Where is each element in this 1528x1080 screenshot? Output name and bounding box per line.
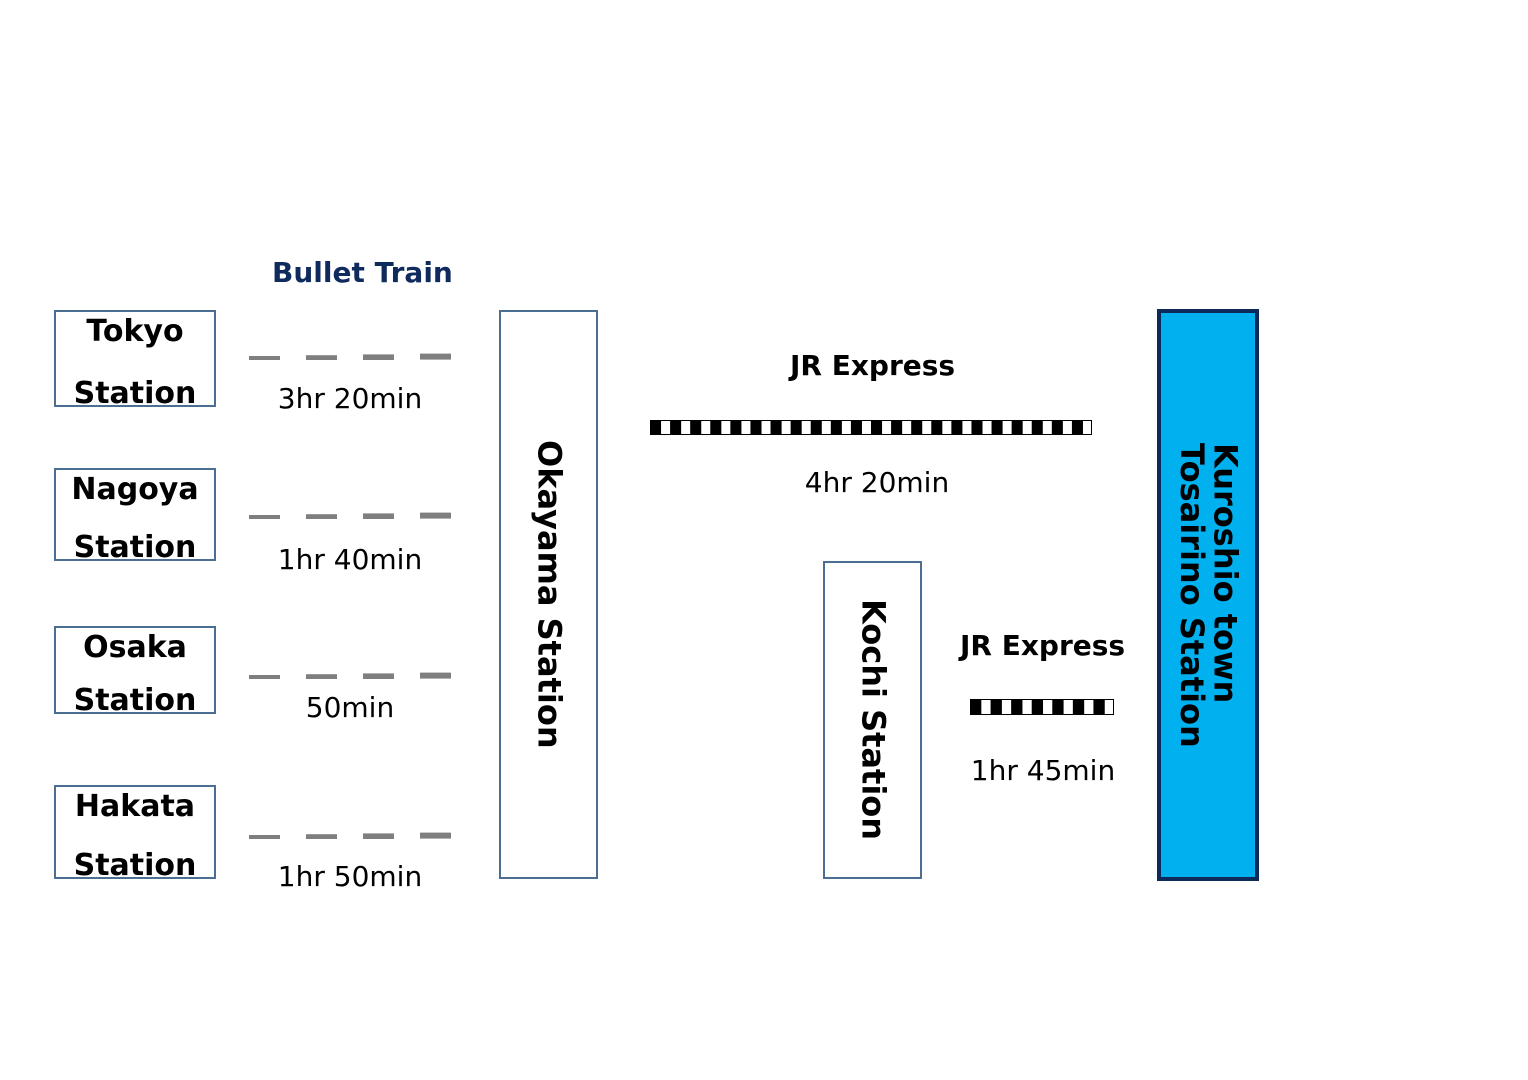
dash-segment bbox=[306, 674, 337, 679]
station-name-line1: Tokyo bbox=[86, 314, 184, 349]
dash-segment bbox=[420, 832, 451, 839]
station-name-line1: Nagoya bbox=[71, 472, 199, 507]
rail-tie bbox=[770, 420, 782, 435]
rail-tie bbox=[1011, 420, 1023, 435]
duration-osaka: 50min bbox=[305, 691, 395, 724]
bullet-train-title: Bullet Train bbox=[272, 256, 453, 289]
rail-tie bbox=[730, 420, 742, 435]
rail-tie bbox=[690, 420, 702, 435]
jr-express-rail-kochi-route bbox=[970, 699, 1114, 715]
rail-tie bbox=[971, 420, 983, 435]
rail-tie bbox=[1031, 420, 1043, 435]
rail-tie bbox=[1011, 699, 1023, 715]
rail-tie bbox=[790, 420, 802, 435]
duration-nagoya: 1hr 40min bbox=[277, 543, 423, 576]
dash-segment bbox=[363, 673, 394, 679]
bullet-train-line-tokyo bbox=[249, 353, 451, 360]
rail-tie bbox=[830, 420, 842, 435]
rail-tie bbox=[990, 699, 1002, 715]
station-name-line2: Station bbox=[73, 376, 197, 411]
rail-tie bbox=[1072, 699, 1085, 715]
rail-tie bbox=[1031, 699, 1044, 715]
dash-segment bbox=[420, 672, 451, 679]
rail-tie bbox=[911, 420, 923, 435]
dash-segment bbox=[363, 354, 394, 360]
jr-express-title-okayama-route: JR Express bbox=[790, 349, 956, 382]
bullet-train-line-nagoya bbox=[249, 512, 451, 519]
dash-segment bbox=[306, 514, 337, 519]
station-name-line2: Station bbox=[73, 530, 197, 565]
duration-tokyo: 3hr 20min bbox=[277, 382, 423, 415]
duration-okayama-route: 4hr 20min bbox=[804, 466, 950, 499]
rail-tie bbox=[1071, 420, 1083, 435]
dash-segment bbox=[306, 834, 337, 839]
station-box-tokyo: Tokyo Station bbox=[54, 310, 216, 411]
bullet-train-line-hakata bbox=[249, 832, 451, 839]
station-name-line1: Hakata bbox=[74, 789, 196, 824]
station-box-nagoya: Nagoya Station bbox=[54, 468, 216, 565]
destination-name-line1: Kuroshio town bbox=[1206, 442, 1245, 703]
station-box-osaka: Osaka Station bbox=[54, 626, 216, 718]
jr-express-rail-okayama-route bbox=[650, 420, 1092, 435]
dash-segment bbox=[249, 356, 280, 360]
rail-tie bbox=[750, 420, 762, 435]
station-name-line2: Station bbox=[73, 683, 197, 718]
dash-segment bbox=[306, 355, 337, 360]
rail-tie bbox=[970, 699, 982, 715]
duration-kochi-route: 1hr 45min bbox=[970, 754, 1116, 787]
duration-hakata: 1hr 50min bbox=[277, 860, 423, 893]
rail-tie bbox=[850, 420, 862, 435]
station-name-line2: Station bbox=[73, 848, 197, 883]
dash-segment bbox=[249, 835, 280, 839]
station-box-hakata: Hakata Station bbox=[54, 785, 216, 883]
dash-segment bbox=[249, 515, 280, 519]
rail-tie bbox=[810, 420, 822, 435]
station-box-kochi: Kochi Station bbox=[823, 561, 922, 879]
dash-segment bbox=[420, 512, 451, 519]
rail-tie bbox=[951, 420, 963, 435]
rail-tie bbox=[650, 420, 662, 435]
rail-tie bbox=[1093, 699, 1105, 715]
dash-segment bbox=[363, 833, 394, 839]
rail-tie bbox=[670, 420, 682, 435]
rail-tie bbox=[1051, 420, 1063, 435]
rail-tie bbox=[1052, 699, 1064, 715]
station-name-line1: Osaka bbox=[83, 630, 187, 665]
dash-segment bbox=[249, 675, 280, 679]
dash-segment bbox=[363, 513, 394, 519]
rail-tie bbox=[931, 420, 943, 435]
rail-tie bbox=[871, 420, 883, 435]
rail-tie bbox=[991, 420, 1003, 435]
station-name-okayama: Okayama Station bbox=[530, 440, 569, 749]
jr-express-title-kochi-route: JR Express bbox=[960, 629, 1126, 662]
station-box-okayama: Okayama Station bbox=[499, 310, 598, 879]
rail-tie bbox=[891, 420, 903, 435]
bullet-train-line-osaka bbox=[249, 672, 451, 679]
rail-tie bbox=[710, 420, 722, 435]
destination-name-line2: Tosairino Station bbox=[1173, 442, 1211, 748]
station-name-kochi: Kochi Station bbox=[854, 599, 893, 841]
dash-segment bbox=[420, 353, 451, 360]
